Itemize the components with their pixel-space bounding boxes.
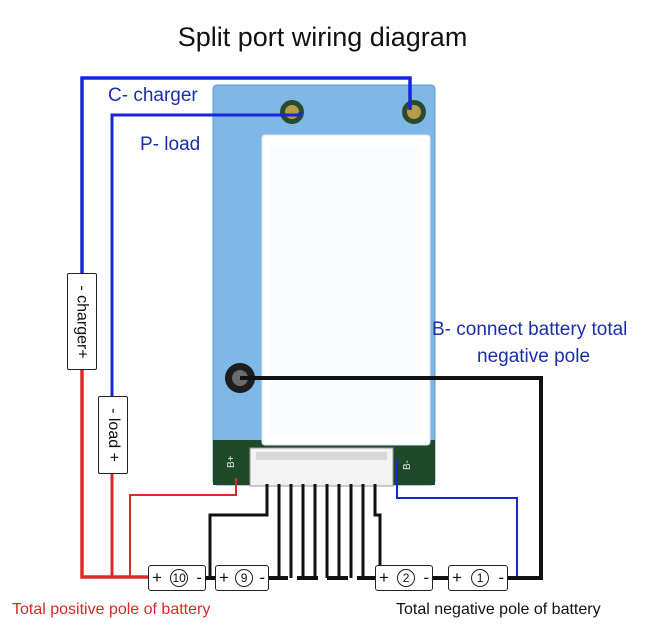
battery-cell-1: +1- xyxy=(448,565,508,591)
battery-cell-9: +9- xyxy=(215,565,269,591)
wire-b-minus-sense xyxy=(396,460,518,580)
label-c-charger: C- charger xyxy=(108,85,198,106)
label-b-negative-line2: negative pole xyxy=(477,346,591,367)
bms-board xyxy=(212,84,436,486)
battery-cell-2: +2- xyxy=(375,565,433,591)
balance-connector xyxy=(249,447,394,487)
balance-wires xyxy=(208,484,382,578)
wire-p-load xyxy=(110,112,302,397)
battery-cell-10: +10- xyxy=(148,565,206,591)
terminal-c-minus xyxy=(402,100,426,124)
label-charger-plus: - charger+ xyxy=(67,273,97,370)
page-title: Split port wiring diagram xyxy=(177,22,468,52)
label-total-negative: Total negative pole of battery xyxy=(396,601,601,618)
wire-charger-plus xyxy=(80,366,152,579)
board-b-plus-label: B+ xyxy=(226,455,237,468)
label-load-plus: - load + xyxy=(98,396,128,474)
label-b-negative-line1: B- connect battery total xyxy=(432,319,628,340)
board-b-minus-label: B- xyxy=(402,460,413,470)
label-total-positive: Total positive pole of battery xyxy=(12,601,211,618)
wire-b-minus-main xyxy=(240,376,543,580)
label-p-load: P- load xyxy=(140,134,201,155)
wire-c-charger xyxy=(80,76,412,275)
wire-b-plus xyxy=(129,478,237,577)
